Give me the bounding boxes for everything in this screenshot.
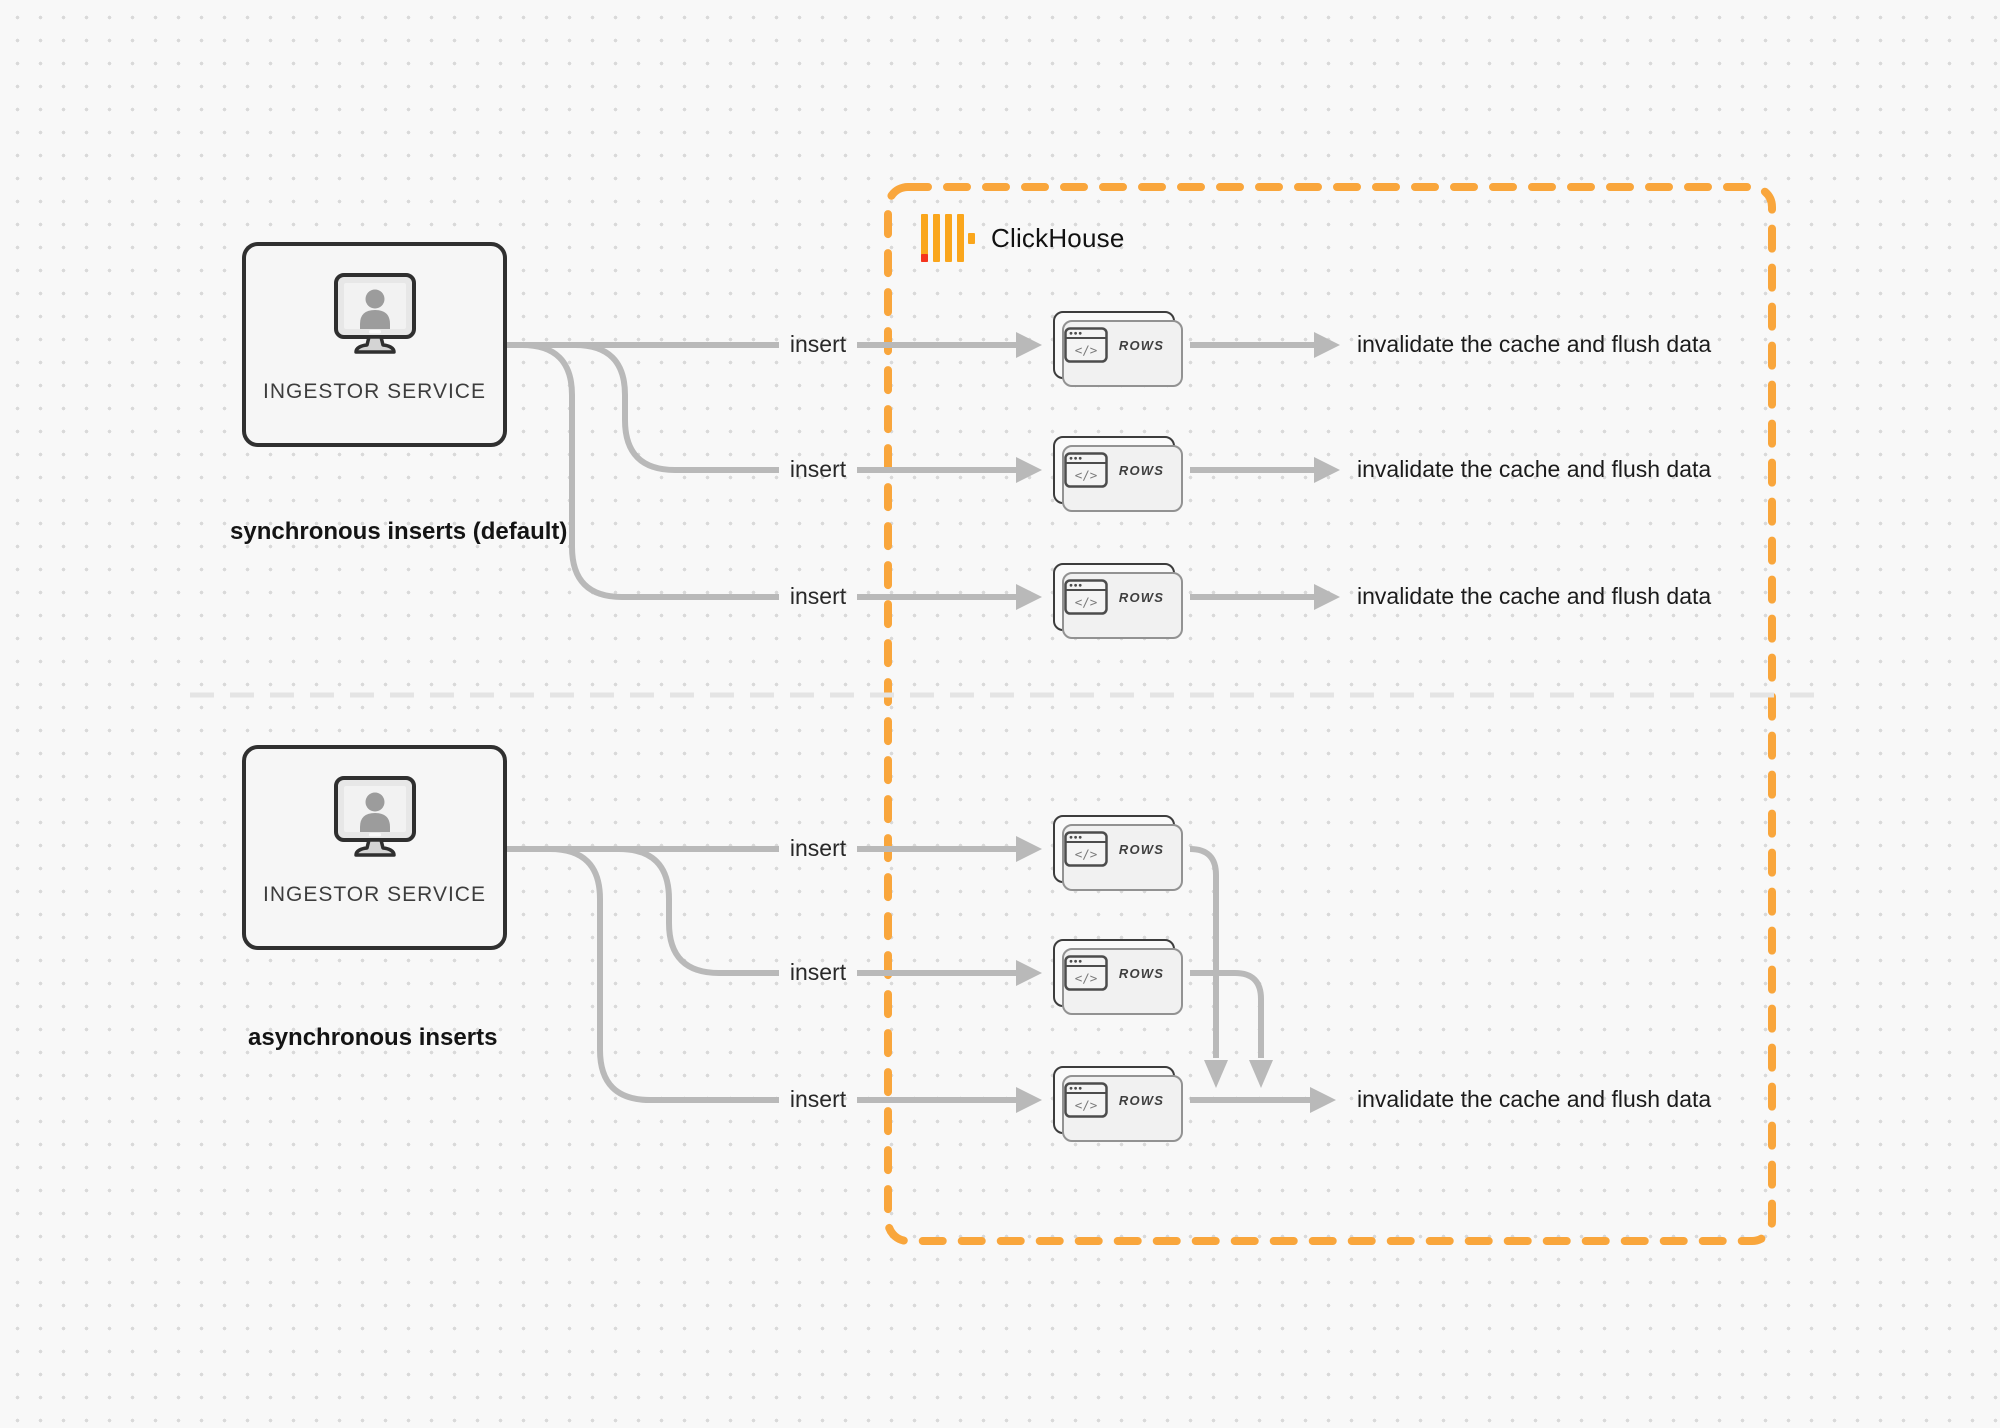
connector-async-merge1 (1189, 846, 1219, 1058)
code-window-icon: </> (1064, 452, 1108, 488)
rows-card: </> ROWS (1053, 939, 1183, 1015)
svg-text:</>: </> (1075, 468, 1098, 483)
clickhouse-logo-icon (921, 214, 975, 262)
connector-async-branch-row2 (618, 846, 779, 976)
rows-card-label: ROWS (1118, 337, 1165, 353)
rows-card: </> ROWS (1053, 563, 1183, 639)
rows-card: </> ROWS (1053, 436, 1183, 512)
svg-text:</>: </> (1075, 847, 1098, 862)
arrowhead (1314, 457, 1340, 483)
insert-label: insert (789, 582, 847, 609)
code-window-icon: </> (1064, 1082, 1108, 1118)
svg-text:</>: </> (1075, 971, 1098, 986)
arrowhead (1314, 332, 1340, 358)
svg-text:</>: </> (1075, 343, 1098, 358)
invalidate-label: invalidate the cache and flush data (1357, 455, 1712, 482)
invalidate-label: invalidate the cache and flush data (1357, 330, 1712, 357)
invalidate-label: invalidate the cache and flush data (1357, 582, 1712, 609)
rows-card: </> ROWS (1053, 1066, 1183, 1142)
clickhouse-title: ClickHouse (991, 222, 1125, 253)
rows-card-label: ROWS (1118, 589, 1165, 605)
rows-card-label: ROWS (1118, 1092, 1165, 1108)
monitor-user-icon (333, 273, 416, 354)
sync-caption: synchronous inserts (default) (230, 518, 568, 545)
code-window-icon: </> (1064, 831, 1108, 867)
insert-label: insert (789, 455, 847, 482)
insert-label: insert (789, 958, 847, 985)
code-window-icon: </> (1064, 579, 1108, 615)
arrowhead (1016, 960, 1042, 986)
arrowhead (1016, 584, 1042, 610)
arrowhead (1314, 584, 1340, 610)
svg-text:</>: </> (1075, 595, 1098, 610)
arrowhead-down (1204, 1060, 1228, 1088)
clickhouse-logo: ClickHouse (921, 214, 1125, 262)
insert-label: insert (789, 1085, 847, 1112)
arrowhead (1016, 457, 1042, 483)
code-window-icon: </> (1064, 327, 1108, 363)
invalidate-label: invalidate the cache and flush data (1357, 1085, 1712, 1112)
arrowhead (1310, 1087, 1336, 1113)
ingestor-service-label: INGESTOR SERVICE (263, 380, 486, 403)
arrowhead (1016, 332, 1042, 358)
rows-card: </> ROWS (1053, 311, 1183, 387)
arrowhead (1016, 1087, 1042, 1113)
rows-card-label: ROWS (1118, 841, 1165, 857)
monitor-user-icon (333, 776, 416, 857)
insert-label: insert (789, 834, 847, 861)
arrowhead-down (1249, 1060, 1273, 1088)
connector-async-merge2 (1190, 970, 1264, 1058)
svg-text:</>: </> (1075, 1098, 1098, 1113)
insert-label: insert (789, 330, 847, 357)
arrowhead (1016, 836, 1042, 862)
ingestor-service-label: INGESTOR SERVICE (263, 883, 486, 906)
rows-card: </> ROWS (1053, 815, 1183, 891)
rows-card-label: ROWS (1118, 462, 1165, 478)
connector-async-branch-row3 (549, 846, 779, 1103)
ingestor-service-node-sync: INGESTOR SERVICE (242, 242, 507, 447)
code-window-icon: </> (1064, 955, 1108, 991)
async-caption: asynchronous inserts (248, 1024, 498, 1051)
connector-sync-branch-row2 (574, 342, 779, 473)
rows-card-label: ROWS (1118, 965, 1165, 981)
ingestor-service-node-async: INGESTOR SERVICE (242, 745, 507, 950)
connector-sync-branch-row3 (521, 342, 779, 600)
